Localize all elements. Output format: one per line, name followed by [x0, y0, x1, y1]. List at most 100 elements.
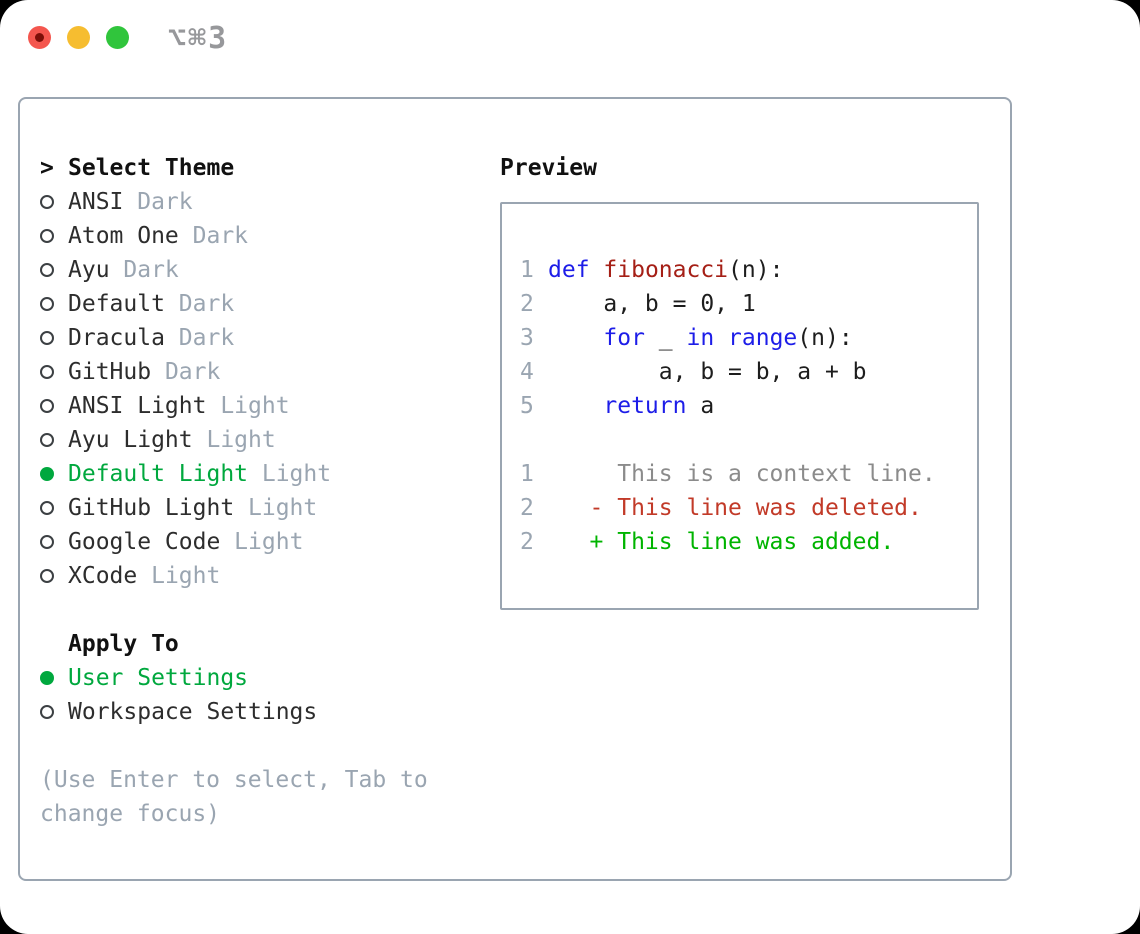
- theme-variant-label: Light: [220, 529, 304, 555]
- theme-option[interactable]: XCode Light: [40, 559, 500, 593]
- window-controls: [28, 26, 129, 49]
- code-token: range: [728, 325, 798, 351]
- radio-cell: [40, 671, 68, 685]
- diff-line-added: 2 + This line was added.: [520, 525, 977, 559]
- code-token: (n):: [728, 257, 784, 283]
- theme-variant-label: Light: [192, 427, 276, 453]
- theme-variant-label: Light: [206, 393, 290, 419]
- theme-name: Ayu: [68, 257, 110, 283]
- line-number: 2: [520, 495, 534, 521]
- radio-cell: [40, 705, 68, 719]
- apply-to-option[interactable]: Workspace Settings: [40, 695, 500, 729]
- radio-cell: [40, 297, 68, 311]
- theme-name: Ayu Light: [68, 427, 193, 453]
- window-title: ⌥⌘3: [168, 21, 229, 56]
- radio-icon: [40, 535, 54, 549]
- radio-icon: [40, 501, 54, 515]
- theme-variant-label: Dark: [178, 223, 249, 249]
- line-number: 1: [520, 257, 534, 283]
- close-button[interactable]: [28, 26, 51, 49]
- select-theme-title: Select Theme: [68, 155, 235, 181]
- code-token: [548, 393, 603, 419]
- line-number: 4: [520, 359, 534, 385]
- code-token: in: [686, 325, 715, 351]
- code-line: 2 a, b = 0, 1: [520, 287, 977, 321]
- radio-selected-icon: [40, 671, 54, 685]
- line-number: 5: [520, 393, 534, 419]
- spacer: [520, 423, 977, 457]
- select-theme-header: > Select Theme: [40, 151, 500, 185]
- theme-variant-label: Dark: [164, 325, 235, 351]
- theme-option[interactable]: Dracula Dark: [40, 321, 500, 355]
- radio-icon: [40, 331, 54, 345]
- radio-cell: [40, 263, 68, 277]
- code-token: fibonacci: [603, 257, 729, 283]
- radio-cell: [40, 569, 68, 583]
- code-text: return a: [548, 389, 714, 423]
- radio-icon: [40, 365, 54, 379]
- radio-icon: [40, 433, 54, 447]
- apply-to-name: Workspace Settings: [68, 699, 318, 725]
- theme-variant-label: Dark: [164, 291, 235, 317]
- focus-caret-icon: >: [40, 155, 54, 181]
- code-token: [590, 257, 604, 283]
- theme-variant-label: Dark: [123, 189, 193, 215]
- theme-variant-label: Dark: [151, 359, 221, 385]
- diff-preview: 1 This is a context line.2 - This line w…: [520, 457, 977, 559]
- diff-text: + This line was added.: [548, 529, 895, 555]
- code-text: def fibonacci(n):: [548, 253, 783, 287]
- radio-cell: [40, 365, 68, 379]
- code-line: 4 a, b = b, a + b: [520, 355, 977, 389]
- code-text: a, b = 0, 1: [548, 287, 755, 321]
- theme-variant-label: Light: [234, 495, 318, 521]
- theme-option[interactable]: Google Code Light: [40, 525, 500, 559]
- close-button-dot-icon: [35, 33, 44, 42]
- preview-header: Preview: [500, 151, 1010, 185]
- theme-option[interactable]: Ayu Light Light: [40, 423, 500, 457]
- apply-to-title: Apply To: [68, 631, 179, 657]
- apply-to-name: User Settings: [68, 665, 249, 691]
- minimize-button[interactable]: [67, 26, 90, 49]
- code-token: a, b = b, a + b: [548, 359, 867, 385]
- theme-option[interactable]: GitHub Light Light: [40, 491, 500, 525]
- spacer: [40, 593, 500, 627]
- preview-title-text: Preview: [500, 155, 597, 181]
- window-titlebar[interactable]: ⌥⌘3: [0, 0, 1140, 97]
- theme-option[interactable]: GitHub Dark: [40, 355, 500, 389]
- line-number: 2: [520, 291, 534, 317]
- theme-option[interactable]: ANSI Light Light: [40, 389, 500, 423]
- theme-name: GitHub Light: [68, 495, 235, 521]
- radio-cell: [40, 229, 68, 243]
- spacer: [40, 729, 500, 763]
- code-token: (n):: [797, 325, 853, 351]
- theme-variant-label: Light: [137, 563, 221, 589]
- theme-option[interactable]: ANSI Dark: [40, 185, 500, 219]
- apply-to-option[interactable]: User Settings: [40, 661, 500, 695]
- theme-option[interactable]: Atom One Dark: [40, 219, 500, 253]
- theme-name: Default: [68, 291, 165, 317]
- diff-text: This is a context line.: [548, 461, 936, 487]
- theme-name: ANSI Light: [68, 393, 207, 419]
- code-token: return: [603, 393, 687, 419]
- code-token: [714, 325, 728, 351]
- theme-option[interactable]: Ayu Dark: [40, 253, 500, 287]
- apply-to-header: Apply To: [40, 627, 500, 661]
- theme-option[interactable]: Default Light Light: [40, 457, 500, 491]
- code-line: 1 def fibonacci(n):: [520, 253, 977, 287]
- radio-cell: [40, 433, 68, 447]
- line-number: 2: [520, 529, 534, 555]
- theme-name: Google Code: [68, 529, 221, 555]
- radio-icon: [40, 263, 54, 277]
- theme-option[interactable]: Default Dark: [40, 287, 500, 321]
- maximize-button[interactable]: [106, 26, 129, 49]
- code-token: a: [686, 393, 715, 419]
- radio-cell: [40, 331, 68, 345]
- hint-text-line-1: (Use Enter to select, Tab to: [40, 767, 428, 793]
- line-number: 3: [520, 325, 534, 351]
- theme-variant-label: Dark: [109, 257, 179, 283]
- code-token: def: [548, 257, 590, 283]
